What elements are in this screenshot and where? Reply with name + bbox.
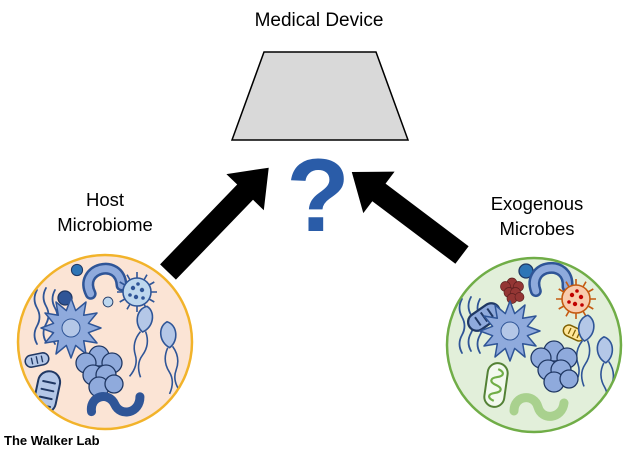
medical-device-label: Medical Device xyxy=(254,10,384,31)
medical-device-trapezoid xyxy=(230,51,410,141)
host-microbiome-label: Host Microbiome xyxy=(25,187,185,237)
exogenous-microbes-label: Exogenous Microbes xyxy=(457,191,617,241)
coccus-icon xyxy=(70,263,84,277)
host-label-line2: Microbiome xyxy=(57,214,153,235)
exogenous-label-line1: Exogenous xyxy=(490,193,584,214)
host-label-line1: Host xyxy=(85,189,125,210)
exogenous-microbes-circle xyxy=(445,256,623,434)
exogenous-label-line2: Microbes xyxy=(499,218,575,239)
host-microbiome-circle xyxy=(16,253,194,431)
coccus-icon xyxy=(102,296,114,308)
question-mark: ? xyxy=(286,138,350,254)
walker-lab-credit: The Walker Lab xyxy=(4,433,100,448)
